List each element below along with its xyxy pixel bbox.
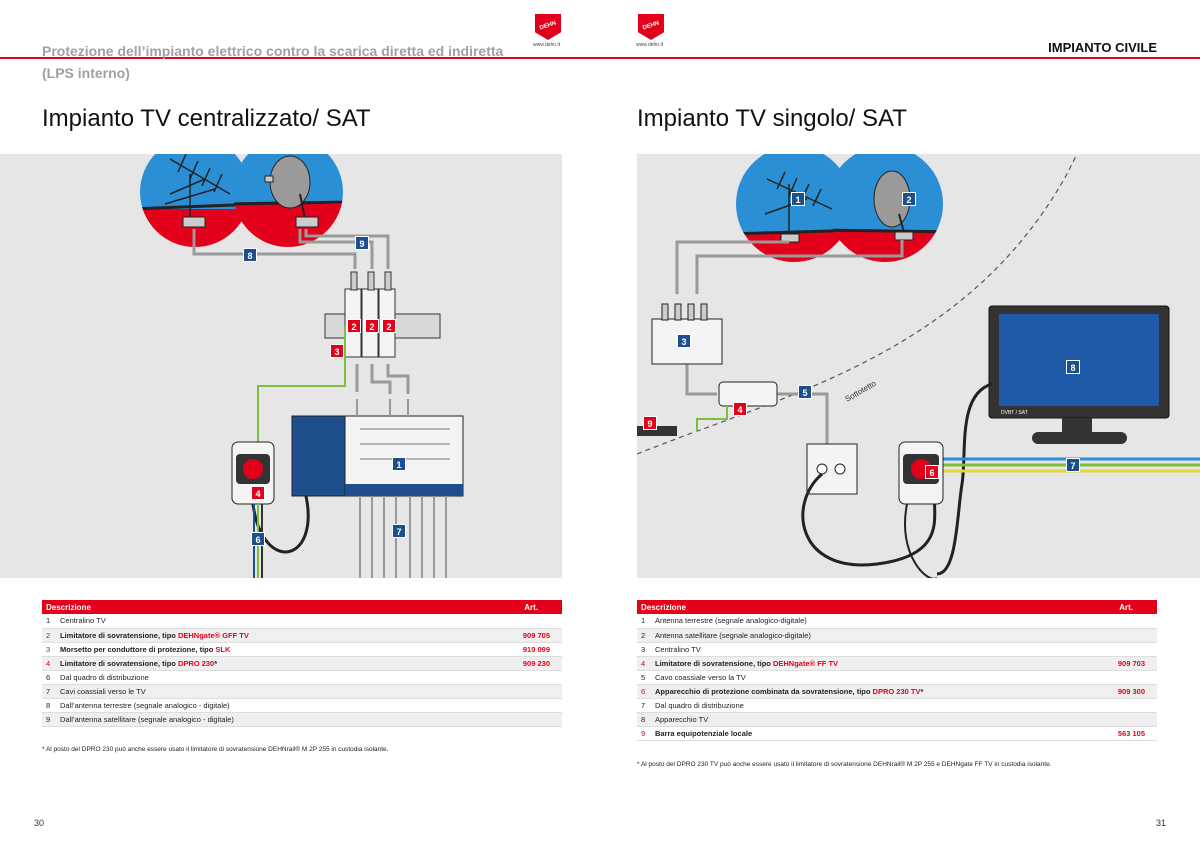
row-description: Dal quadro di distribuzione — [56, 670, 472, 685]
section-label: IMPIANTO CIVILE — [1048, 40, 1157, 55]
row-article-number: 909 300 — [1088, 684, 1157, 699]
row-number: 5 — [637, 670, 651, 685]
row-number: 9 — [637, 726, 651, 741]
row-number: 2 — [42, 628, 56, 643]
row-number: 7 — [637, 698, 651, 713]
page-title: Impianto TV singolo/ SAT — [637, 105, 907, 132]
row-article-number — [1088, 614, 1157, 629]
footnote: * Al posto del DPRO 230 TV può anche ess… — [637, 761, 1052, 768]
row-article-number: 910 099 — [471, 642, 562, 657]
header-rule — [0, 57, 600, 59]
row-number: 8 — [637, 712, 651, 727]
row-article-number — [1088, 712, 1157, 727]
row-article-number — [1088, 698, 1157, 713]
row-article-number — [471, 670, 562, 685]
page-number: 31 — [1156, 818, 1167, 828]
page-number: 30 — [34, 818, 45, 828]
row-article-number — [471, 684, 562, 699]
row-number: 1 — [637, 614, 651, 629]
row-article-number — [471, 712, 562, 727]
left-page: Protezione dell’impianto elettrico contr… — [0, 14, 600, 828]
row-number: 6 — [637, 684, 651, 699]
row-number: 3 — [42, 642, 56, 657]
row-number: 6 — [42, 670, 56, 685]
brand-logo: DEHN www.dehn.it — [533, 14, 563, 48]
row-description: Antenna satellitare (segnale analogico-d… — [651, 628, 1089, 643]
row-description: Barra equipotenziale locale — [651, 726, 1089, 741]
header-rule — [600, 57, 1200, 59]
brand-logo: DEHN www.dehn.it — [636, 14, 666, 48]
svg-text:DVBT / SAT: DVBT / SAT — [1001, 410, 1028, 416]
row-number: 8 — [42, 698, 56, 713]
row-number: 9 — [42, 712, 56, 727]
header-title: Protezione dell’impianto elettrico contr… — [42, 43, 504, 81]
row-number: 4 — [637, 656, 651, 671]
row-number: 7 — [42, 684, 56, 699]
row-number: 1 — [42, 614, 56, 629]
row-article-number — [471, 614, 562, 629]
row-article-number: 909 705 — [471, 628, 562, 643]
row-article-number — [1088, 628, 1157, 643]
footnote: * Al posto del DPRO 230 può anche essere… — [42, 746, 389, 753]
row-description: Dal quadro di distribuzione — [651, 698, 1089, 713]
row-description: Apparecchio di protezione combinata da s… — [651, 684, 1089, 699]
row-description: Dall’antenna satellitare (segnale analog… — [56, 712, 472, 727]
row-article-number — [471, 698, 562, 713]
right-page: DEHN www.dehn.it IMPIANTO CIVILE Impiant… — [600, 0, 1200, 849]
row-article-number: 909 230 — [471, 656, 562, 671]
row-description: Antenna terrestre (segnale analogico-dig… — [651, 614, 1089, 629]
row-description: Limitatore di sovratensione, tipo DEHNga… — [651, 656, 1089, 671]
tv-central-diagram: 8 9 2 2 2 3 1 4 6 7 — [0, 154, 562, 578]
row-number: 3 — [637, 642, 651, 657]
svg-text:Sottotetto: Sottotetto — [844, 379, 879, 404]
row-number: 2 — [637, 628, 651, 643]
row-description: Centralino TV — [56, 614, 472, 629]
row-article-number: 563 105 — [1088, 726, 1157, 741]
row-description: Cavo coassiale verso la TV — [651, 670, 1089, 685]
row-description: Centralino TV — [651, 642, 1089, 657]
row-description: Limitatore di sovratensione, tipo DPRO 2… — [56, 656, 472, 671]
tv-single-diagram: Sottotetto DVBT / SAT — [637, 154, 1200, 578]
row-description: Cavi coassiali verso le TV — [56, 684, 472, 699]
row-description: Dall’antenna terrestre (segnale analogic… — [56, 698, 472, 713]
row-article-number — [1088, 670, 1157, 685]
page-title: Impianto TV centralizzato/ SAT — [42, 105, 371, 132]
row-article-number — [1088, 642, 1157, 657]
row-article-number: 909 703 — [1088, 656, 1157, 671]
row-description: Morsetto per conduttore di protezione, t… — [56, 642, 472, 657]
row-number: 4 — [42, 656, 56, 671]
row-description: Apparecchio TV — [651, 712, 1089, 727]
row-description: Limitatore di sovratensione, tipo DEHNga… — [56, 628, 472, 643]
